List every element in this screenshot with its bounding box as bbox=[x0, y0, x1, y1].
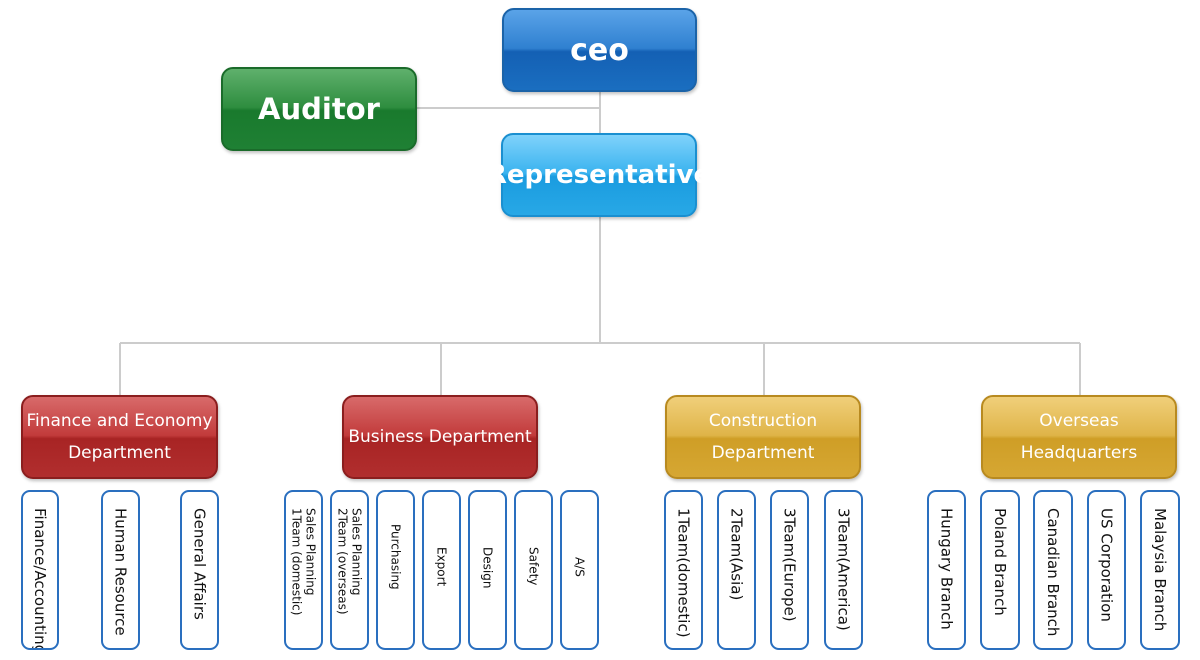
team-2team-asia[interactable]: 2Team(Asia) bbox=[717, 490, 756, 650]
team-human-resource[interactable]: Human Resource bbox=[101, 490, 140, 650]
construction-department-box[interactable]: Construction Department bbox=[665, 395, 861, 479]
finance-department-line1: Finance and Economy bbox=[26, 411, 213, 431]
team-3team-europe[interactable]: 3Team(Europe) bbox=[770, 490, 809, 650]
team-safety[interactable]: Safety bbox=[514, 490, 553, 650]
construction-department-line2: Department bbox=[711, 443, 815, 463]
team-label: Canadian Branch bbox=[1044, 508, 1062, 637]
team-poland-branch[interactable]: Poland Branch bbox=[980, 490, 1020, 650]
team-label: Export bbox=[434, 547, 449, 587]
team-label: Sales Planning 1Team (domestic) bbox=[289, 508, 318, 616]
team-label: Poland Branch bbox=[991, 508, 1009, 616]
team-label: 3Team(Europe) bbox=[780, 508, 799, 622]
finance-department-line2: Department bbox=[68, 443, 171, 463]
business-department-box[interactable]: Business Department bbox=[342, 395, 538, 479]
team-us-corporation[interactable]: US Corporation bbox=[1087, 490, 1126, 650]
construction-department-line1: Construction bbox=[708, 411, 818, 431]
team-label: Malaysia Branch bbox=[1151, 508, 1169, 632]
team-label: Hungary Branch bbox=[937, 508, 956, 630]
team-as[interactable]: A/S bbox=[560, 490, 599, 650]
ceo-box[interactable]: ceo bbox=[502, 8, 697, 92]
team-label: General Affairs bbox=[190, 508, 209, 620]
team-label: Finance/Accounting bbox=[31, 508, 49, 650]
finance-department-box[interactable]: Finance and Economy Department bbox=[21, 395, 218, 479]
team-purchasing[interactable]: Purchasing bbox=[376, 490, 415, 650]
team-canadian-branch[interactable]: Canadian Branch bbox=[1033, 490, 1073, 650]
overseas-headquarters-label: Overseas Headquarters bbox=[1020, 411, 1138, 463]
team-label: 2Team(Asia) bbox=[727, 508, 746, 601]
team-malaysia-branch[interactable]: Malaysia Branch bbox=[1140, 490, 1180, 650]
team-finance-accounting[interactable]: Finance/Accounting bbox=[21, 490, 59, 650]
team-3team-america[interactable]: 3Team(America) bbox=[824, 490, 863, 650]
team-design[interactable]: Design bbox=[468, 490, 507, 650]
team-label: US Corporation bbox=[1097, 508, 1116, 622]
team-sales-planning-1[interactable]: Sales Planning 1Team (domestic) bbox=[284, 490, 323, 650]
team-label: Safety bbox=[526, 547, 541, 586]
team-label: Sales Planning 2Team (overseas) bbox=[335, 508, 364, 615]
representative-label: Representative bbox=[486, 160, 712, 190]
team-export[interactable]: Export bbox=[422, 490, 461, 650]
team-sales-planning-2[interactable]: Sales Planning 2Team (overseas) bbox=[330, 490, 369, 650]
team-general-affairs[interactable]: General Affairs bbox=[180, 490, 219, 650]
team-1team-domestic[interactable]: 1Team(domestic) bbox=[664, 490, 703, 650]
auditor-label: Auditor bbox=[258, 92, 380, 126]
team-label: Design bbox=[480, 547, 495, 589]
overseas-headquarters-box[interactable]: Overseas Headquarters bbox=[981, 395, 1177, 479]
team-label: 3Team(America) bbox=[834, 508, 853, 631]
business-department-label: Business Department bbox=[348, 427, 532, 447]
team-label: Human Resource bbox=[111, 508, 130, 636]
team-hungary-branch[interactable]: Hungary Branch bbox=[927, 490, 966, 650]
auditor-box[interactable]: Auditor bbox=[221, 67, 417, 151]
team-label: 1Team(domestic) bbox=[674, 508, 693, 638]
ceo-label: ceo bbox=[570, 32, 629, 68]
team-label: Purchasing bbox=[388, 524, 403, 590]
representative-box[interactable]: Representative bbox=[487, 133, 711, 217]
team-label: A/S bbox=[572, 557, 587, 577]
